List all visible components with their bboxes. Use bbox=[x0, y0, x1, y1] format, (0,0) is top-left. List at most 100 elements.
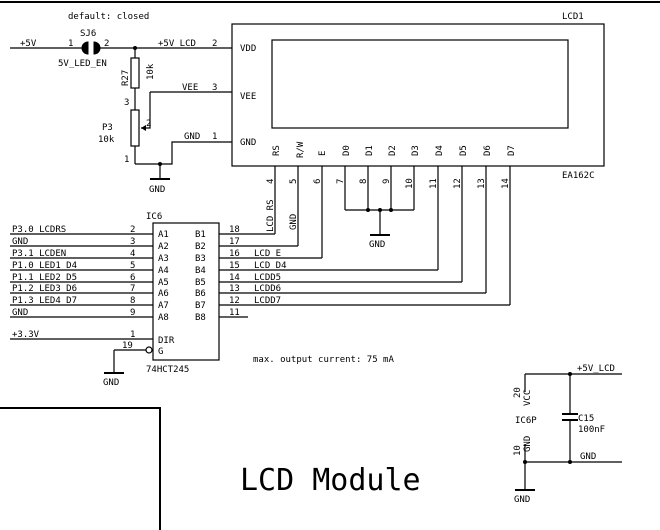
ic6-pin-b2-num: 17 bbox=[229, 237, 240, 247]
ic6-net-a5: P1.1_LED2_D5 bbox=[12, 273, 77, 283]
ic6-net-a8: GND bbox=[12, 308, 28, 318]
sj6-pin1: 1 bbox=[68, 39, 73, 49]
ic6-g-inversion-bubble bbox=[145, 346, 153, 354]
ic6-pin-a6-num: 7 bbox=[130, 284, 135, 294]
lcd-pin-d6-name: D6 bbox=[483, 145, 493, 156]
title-block-frame bbox=[0, 407, 161, 530]
lcd-pin-d3-name: D3 bbox=[411, 145, 421, 156]
lcd-pin-d0-num: 7 bbox=[336, 179, 346, 184]
ic6-pin-b8-num: 11 bbox=[229, 308, 240, 318]
ic6-pin-a6-name: A6 bbox=[158, 289, 169, 299]
ic6-net-b7: LCDD7 bbox=[254, 296, 281, 306]
ic6-pin-a1-num: 2 bbox=[130, 225, 135, 235]
ic6-net-b6: LCDD6 bbox=[254, 284, 281, 294]
lcd-pin-d2-num: 9 bbox=[382, 179, 392, 184]
net-label-5v-lcd: +5V_LCD bbox=[158, 39, 196, 49]
ic6-pin-a8-num: 9 bbox=[130, 308, 135, 318]
ic6-pin-b6-num: 13 bbox=[229, 284, 240, 294]
c15-value: 100nF bbox=[578, 425, 605, 435]
ic6-pin-b5-num: 14 bbox=[229, 273, 240, 283]
ic6-pin-b1-name: B1 bbox=[195, 230, 206, 240]
ic6-pin-a4-name: A4 bbox=[158, 266, 169, 276]
lcd-pin-d7-num: 14 bbox=[501, 178, 511, 189]
lcd-pin-rs-num: 4 bbox=[266, 179, 276, 184]
net-label-lcd-rs: LCD_RS bbox=[266, 199, 276, 232]
r27-ref: R27 bbox=[121, 70, 131, 86]
ic6-pin-b4-num: 15 bbox=[229, 261, 240, 271]
lcd-pin-rw-num: 5 bbox=[289, 179, 299, 184]
net-label-rw-gnd: GND bbox=[289, 214, 299, 230]
lcd-pin-vee-name: VEE bbox=[240, 92, 256, 102]
lcd-pin-d1-num: 8 bbox=[359, 179, 369, 184]
ic6-net-a2: GND bbox=[12, 237, 28, 247]
sj6-ref: SJ6 bbox=[80, 29, 96, 39]
lcd-pin-d5-name: D5 bbox=[459, 145, 469, 156]
ic6p-gnd-name: GND bbox=[523, 436, 533, 452]
ic6-pin-a5-name: A5 bbox=[158, 278, 169, 288]
net-label-gnd-power: GND bbox=[580, 452, 596, 462]
ic6-pin-dir-num: 1 bbox=[130, 330, 135, 340]
sj6-note: default: closed bbox=[68, 12, 149, 22]
ic6-pin-a7-name: A7 bbox=[158, 301, 169, 311]
net-label-gnd-lcd: GND bbox=[184, 132, 200, 142]
ic6-net-b5: LCDD5 bbox=[254, 273, 281, 283]
ic6-pin-b3-num: 16 bbox=[229, 249, 240, 259]
ic6p-vcc-name: VCC bbox=[523, 390, 533, 406]
lcd-pin-d2-name: D2 bbox=[388, 145, 398, 156]
ic6-pin-b4-name: B4 bbox=[195, 266, 206, 276]
ic6-pin-a1-name: A1 bbox=[158, 230, 169, 240]
p3-pin1: 1 bbox=[124, 155, 129, 165]
lcd-pin-vee-num: 3 bbox=[212, 83, 217, 93]
gnd-label-p3: GND bbox=[149, 185, 165, 195]
p3-pin2: 2 bbox=[146, 119, 151, 129]
ic6-pin-a8-name: A8 bbox=[158, 313, 169, 323]
lcd-part: EA162C bbox=[562, 171, 595, 181]
sheet-title: LCD Module bbox=[240, 463, 421, 498]
lcd-pin-d5-num: 12 bbox=[453, 178, 463, 189]
ic6-pin-b1-num: 18 bbox=[229, 225, 240, 235]
lcd-body bbox=[231, 23, 605, 167]
lcd-pin-rw-name: R/W bbox=[296, 141, 306, 158]
ic6-net-a4: P1.0_LED1_D4 bbox=[12, 261, 77, 271]
r27-value: 10k bbox=[146, 63, 156, 80]
lcd-display-window bbox=[271, 39, 569, 129]
ic6-pin-b5-name: B5 bbox=[195, 278, 206, 288]
ic6-pin-b6-name: B6 bbox=[195, 289, 206, 299]
output-current-note: max. output current: 75 mA bbox=[253, 355, 394, 365]
p3-wiper-arrow bbox=[141, 125, 146, 131]
ic6-net-a3: P3.1_LCDEN bbox=[12, 249, 66, 259]
gnd-label-d0-d3: GND bbox=[369, 240, 385, 250]
lcd-pin-d3-num: 10 bbox=[405, 178, 415, 189]
lcd-pin-d4-num: 11 bbox=[429, 178, 439, 189]
ic6-net-b4: LCD_D4 bbox=[254, 261, 287, 271]
lcd-pin-gnd-name: GND bbox=[240, 138, 256, 148]
c15-ref: C15 bbox=[578, 414, 594, 424]
lcd-pin-vdd-num: 2 bbox=[212, 39, 217, 49]
ic6-pin-g-name: G bbox=[158, 347, 163, 357]
ic6-net-a1: P3.0_LCDRS bbox=[12, 225, 66, 235]
p3-value: 10k bbox=[98, 135, 115, 145]
net-label-5v-lcd-power: +5V_LCD bbox=[577, 364, 615, 374]
lcd-pin-e-num: 6 bbox=[313, 179, 323, 184]
ic6-part: 74HCT245 bbox=[146, 365, 189, 375]
ic6-pin-b7-name: B7 bbox=[195, 301, 206, 311]
gnd-label-power: GND bbox=[514, 495, 530, 505]
gnd-label-ic6-g: GND bbox=[103, 378, 119, 388]
sj6-value: 5V_LED_EN bbox=[58, 59, 107, 69]
ic6-pin-a7-num: 8 bbox=[130, 296, 135, 306]
ic6p-vcc-num: 20 bbox=[513, 387, 523, 398]
ic6-pin-a3-name: A3 bbox=[158, 254, 169, 264]
p3-ref: P3 bbox=[102, 123, 113, 133]
lcd-pin-d0-name: D0 bbox=[342, 145, 352, 156]
lcd-pin-d1-name: D1 bbox=[365, 145, 375, 156]
ic6-pin-a2-num: 3 bbox=[130, 237, 135, 247]
lcd-pin-vdd-name: VDD bbox=[240, 44, 256, 54]
sj6-pin2: 2 bbox=[104, 39, 109, 49]
ic6-pin-a3-num: 4 bbox=[130, 249, 135, 259]
ic6-net-a7: P1.3_LED4_D7 bbox=[12, 296, 77, 306]
lcd-pin-rs-name: RS bbox=[272, 145, 282, 156]
ic6-body bbox=[152, 222, 220, 361]
r27-resistor bbox=[130, 57, 140, 89]
ic6-pin-b8-name: B8 bbox=[195, 313, 206, 323]
